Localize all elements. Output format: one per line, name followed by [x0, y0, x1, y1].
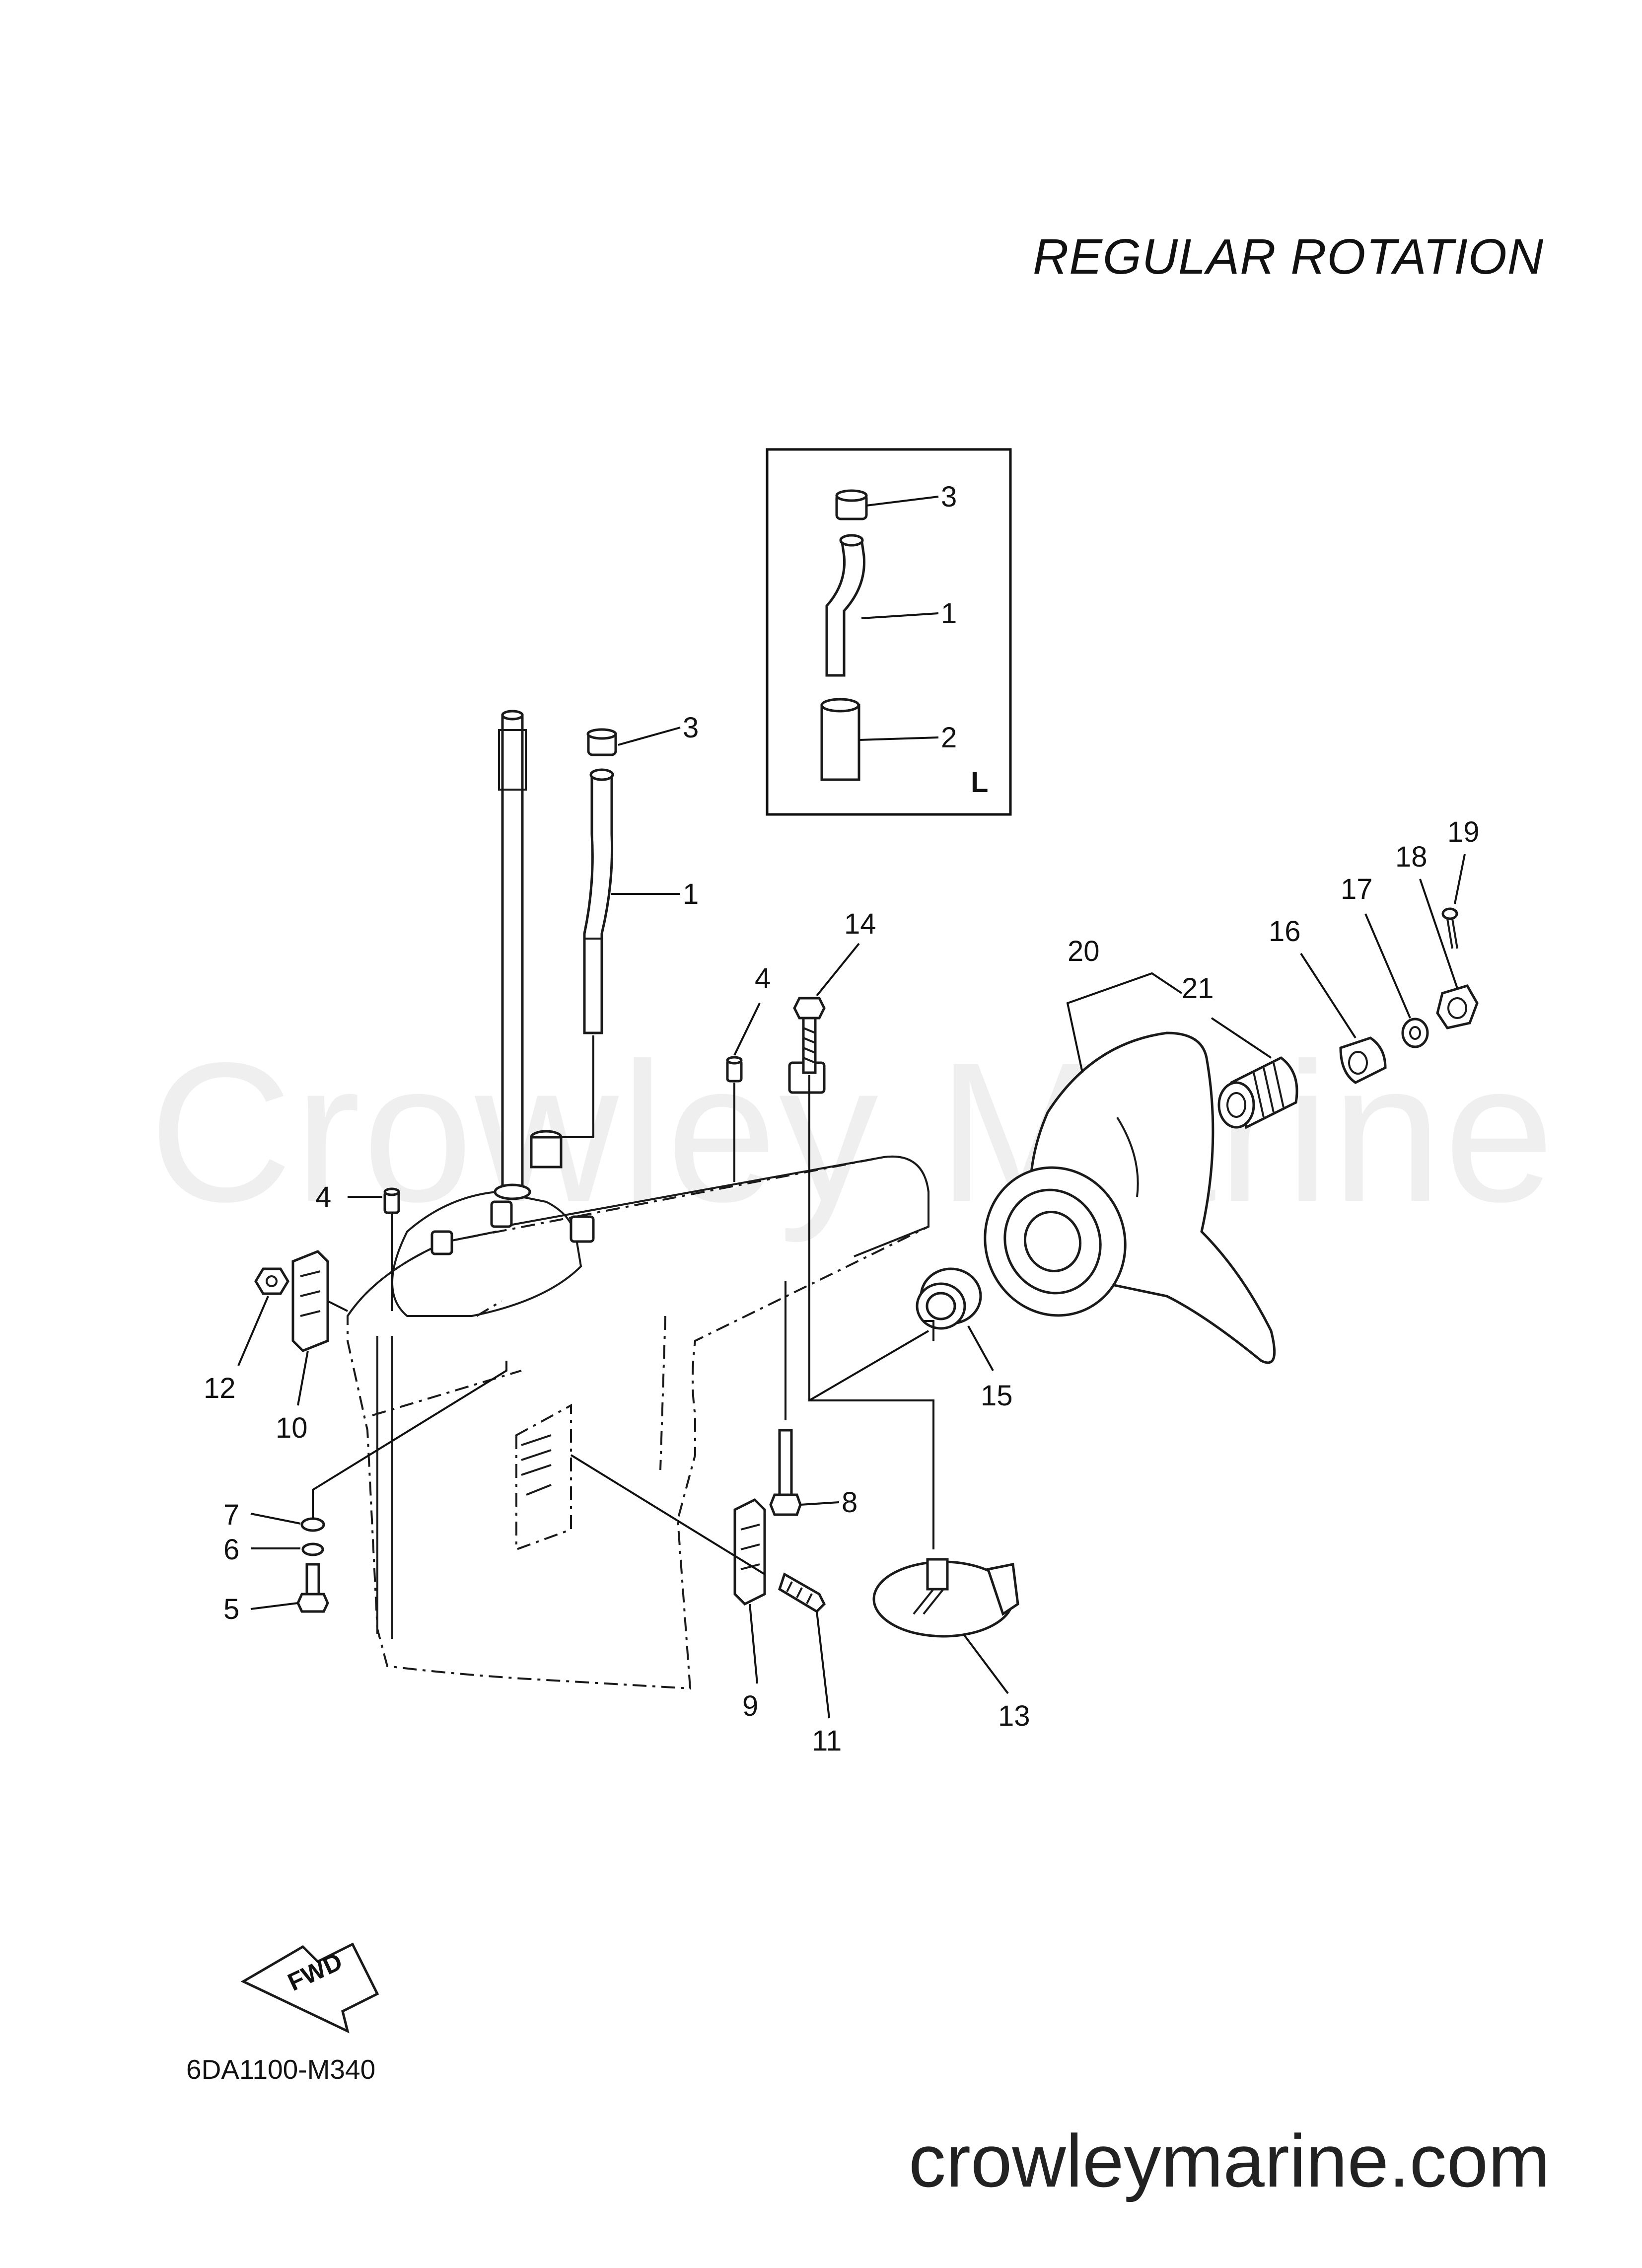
callout-16: 16 [1269, 915, 1301, 948]
washer-17[interactable] [1401, 1018, 1429, 1048]
callout-14: 14 [844, 908, 876, 940]
watermark: Crowley Marine [149, 1021, 1557, 1243]
callout-10: 10 [276, 1412, 308, 1444]
trim-tab-13[interactable] [872, 1558, 1019, 1638]
callout-3-inset: 3 [941, 481, 957, 513]
bolt-14[interactable] [793, 997, 826, 1074]
inset-tag: L [971, 766, 988, 799]
dowel-pin-4-right[interactable] [726, 1056, 743, 1083]
screw-11[interactable] [778, 1572, 826, 1613]
callout-18: 18 [1395, 841, 1428, 873]
propeller-20[interactable] [964, 1031, 1276, 1364]
grommet-3[interactable] [586, 728, 617, 756]
callout-12: 12 [204, 1372, 236, 1404]
callout-9: 9 [742, 1690, 758, 1722]
callout-11: 11 [812, 1725, 842, 1757]
callout-17: 17 [1341, 873, 1373, 905]
callout-8: 8 [842, 1486, 857, 1519]
thrust-washer-15[interactable] [916, 1267, 982, 1330]
cotter-pin-19[interactable] [1441, 907, 1458, 949]
dowel-pin-4-left[interactable] [383, 1187, 400, 1214]
bolt-5[interactable] [296, 1563, 329, 1613]
washer-16[interactable] [1339, 1036, 1387, 1084]
spacer-21[interactable] [1217, 1056, 1298, 1129]
anode-9[interactable] [733, 1498, 766, 1606]
inset-water-tube-1[interactable] [825, 537, 865, 677]
callout-20: 20 [1068, 935, 1100, 967]
callout-7: 7 [223, 1499, 239, 1531]
callout-1: 1 [683, 878, 699, 910]
nut-18[interactable] [1436, 984, 1479, 1029]
callout-21: 21 [1182, 972, 1214, 1005]
callout-5: 5 [223, 1593, 239, 1625]
inset-box: 3 1 2 L [766, 448, 1012, 816]
bolt-8[interactable] [769, 1429, 802, 1516]
water-tube-1[interactable] [583, 768, 614, 1034]
callout-3: 3 [683, 712, 699, 744]
nut-12[interactable] [254, 1267, 289, 1295]
washer-7[interactable] [300, 1517, 325, 1532]
callout-2-inset: 2 [941, 722, 957, 754]
callout-4-left: 4 [315, 1181, 331, 1213]
callout-15: 15 [981, 1380, 1013, 1412]
site-url: crowleymarine.com [909, 2119, 1550, 2202]
callout-19: 19 [1447, 816, 1480, 848]
diagram-code: 6DA1100-M340 [186, 2054, 376, 2085]
diagram-title: REGULAR ROTATION [1033, 229, 1544, 285]
inset-sleeve-2[interactable] [820, 698, 860, 781]
callout-13: 13 [998, 1700, 1030, 1732]
callout-4-right: 4 [755, 962, 771, 995]
anode-10[interactable] [291, 1250, 329, 1352]
drive-shaft [498, 710, 527, 1193]
lower-casing [347, 1061, 929, 1690]
fwd-arrow-icon: FWD [240, 1942, 379, 2034]
callout-1-inset: 1 [941, 597, 957, 630]
callout-6: 6 [223, 1534, 239, 1566]
washer-6[interactable] [301, 1542, 324, 1556]
inset-grommet-3[interactable] [835, 489, 868, 520]
